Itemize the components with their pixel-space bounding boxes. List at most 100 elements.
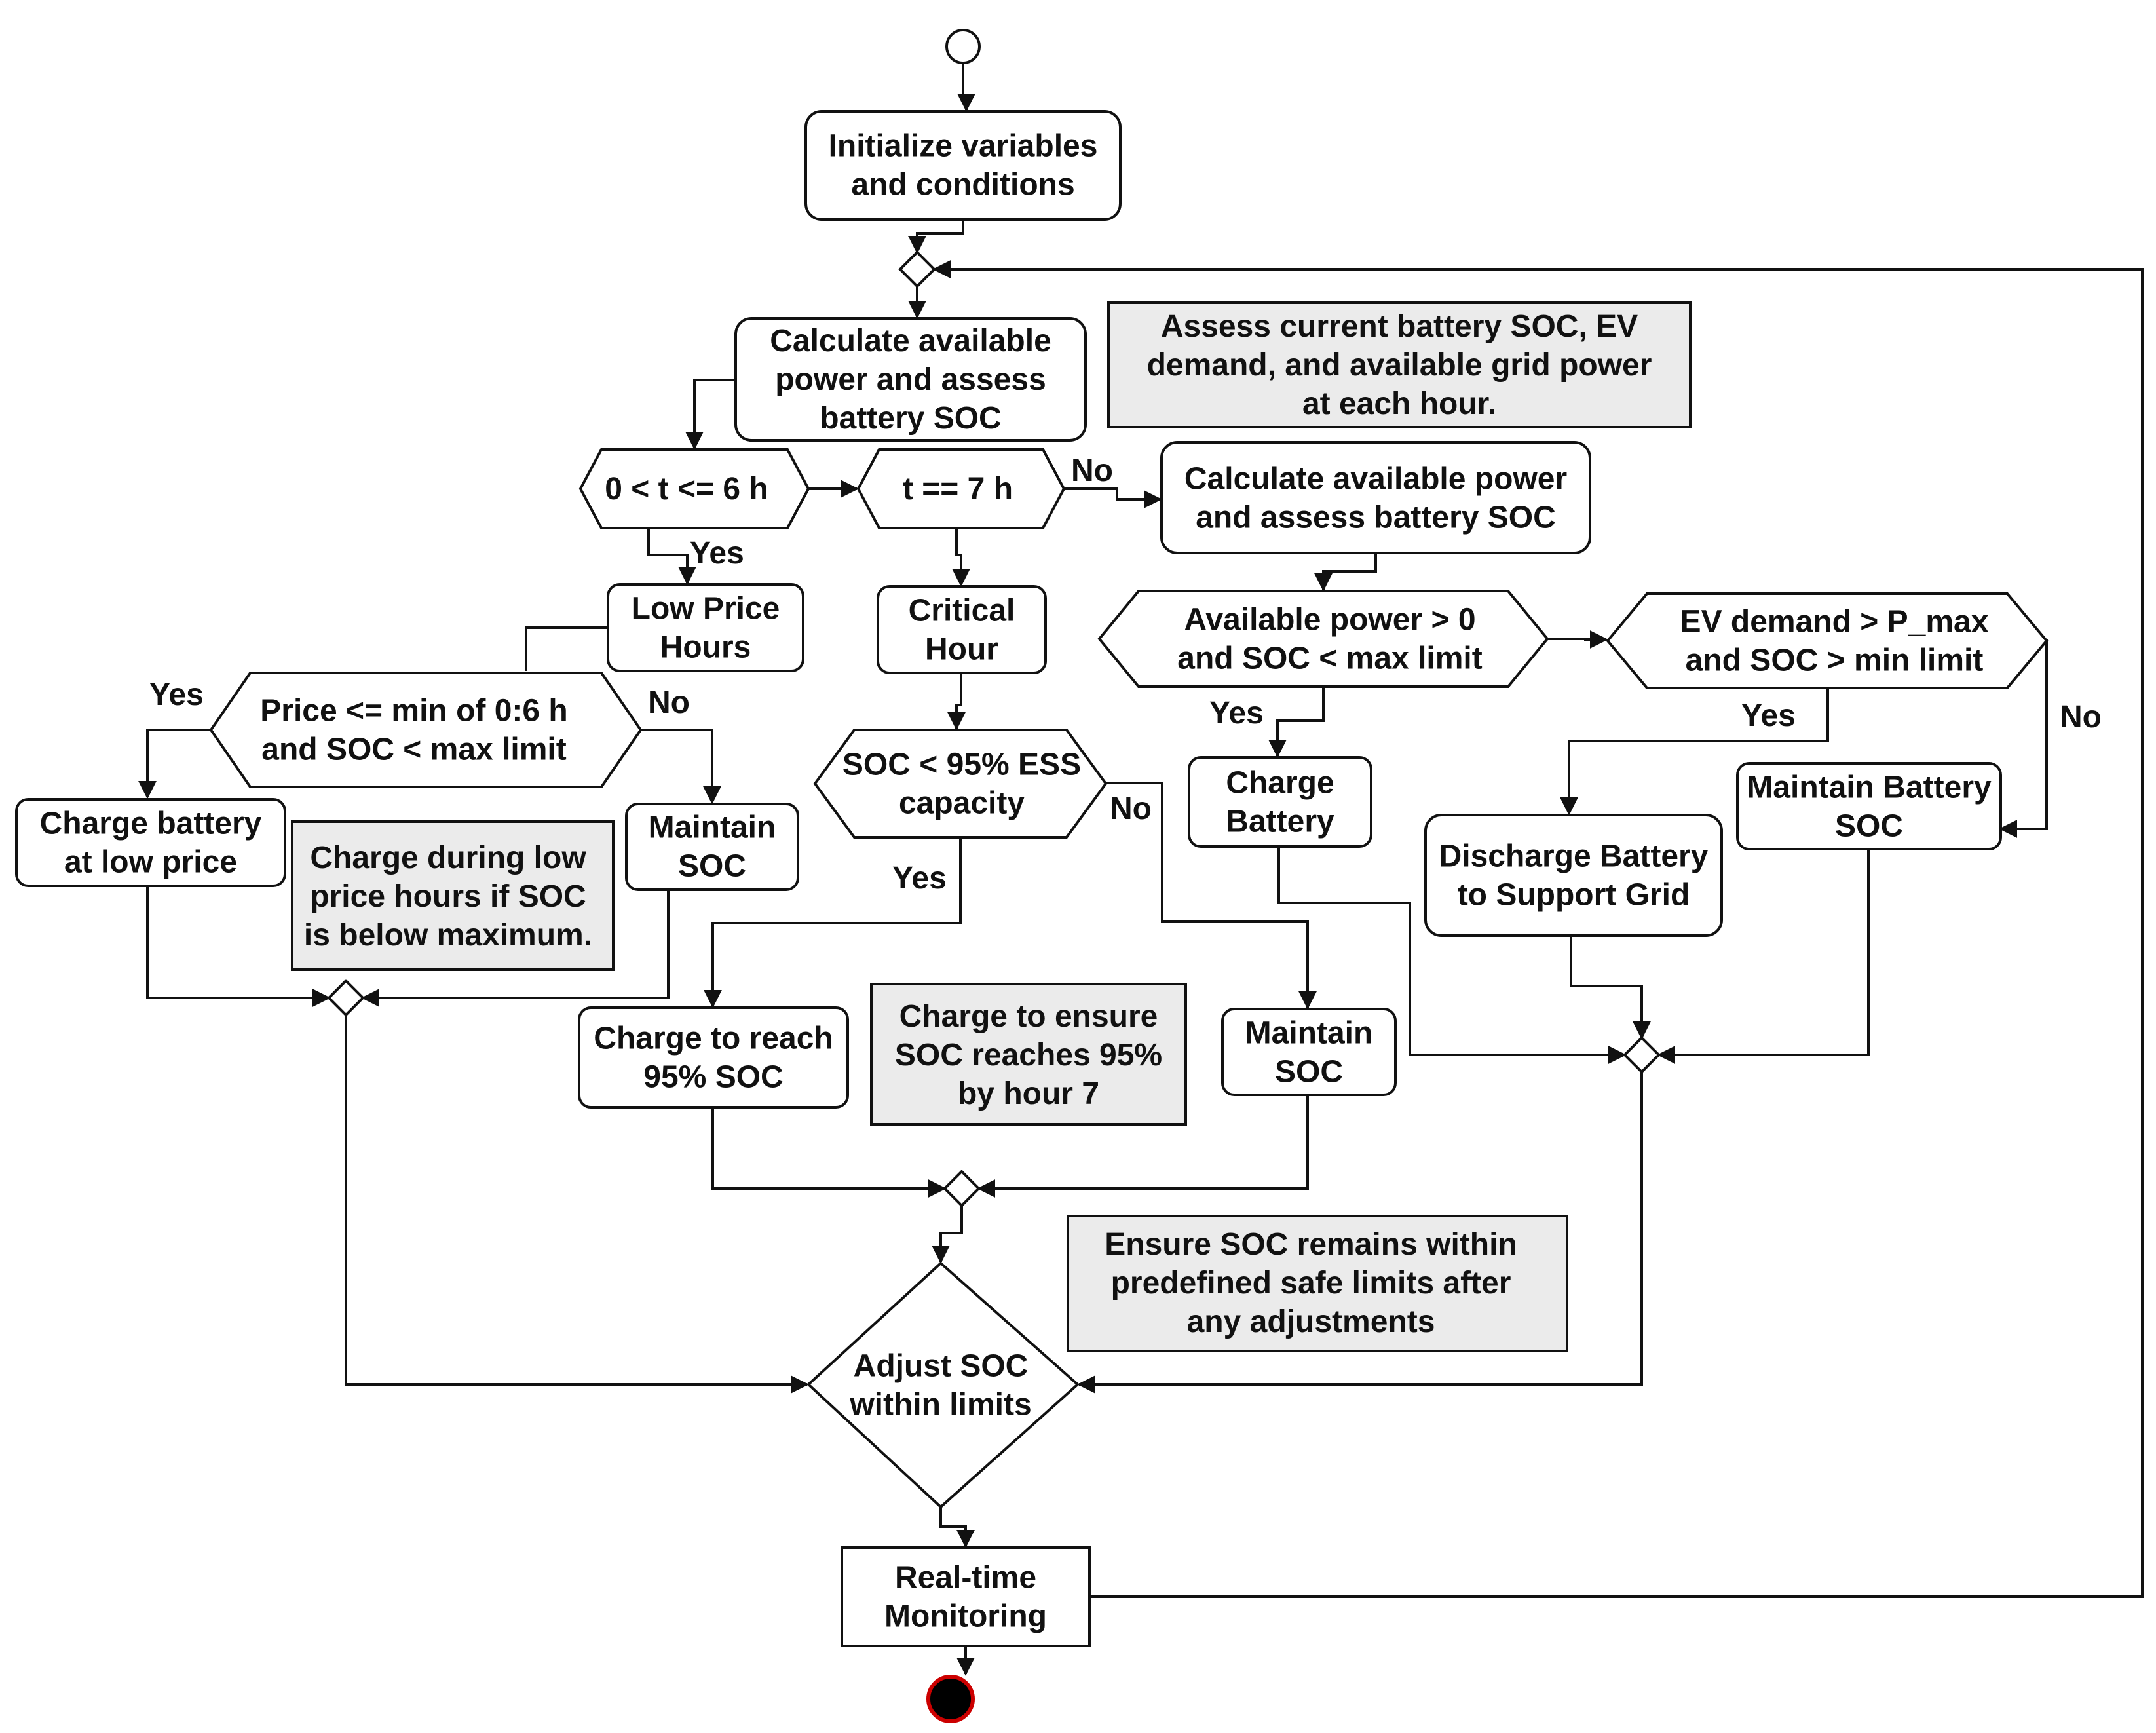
decision-ev-demand-text-line-1: EV demand > P_max bbox=[1680, 605, 1989, 639]
edge-start-to-init bbox=[957, 63, 975, 112]
note-low-price-text-line-2: price hours if SOC bbox=[310, 879, 586, 914]
node-maintain-soc-1-text-line-1: Maintain bbox=[649, 810, 776, 845]
edge-cond-t6-to-low-price bbox=[647, 529, 696, 585]
label-yes-t6: Yes bbox=[690, 536, 744, 571]
decision-soc-95-text: SOC < 95% ESS capacity bbox=[842, 748, 1081, 821]
node-charge-95-text-line-1: Charge to reach bbox=[594, 1021, 833, 1056]
decision-soc-95: SOC < 95% ESS capacity bbox=[813, 729, 1108, 839]
label-yes-available: Yes bbox=[1209, 696, 1264, 731]
node-discharge-battery-text-line-1: Discharge Battery bbox=[1439, 839, 1709, 874]
node-low-price-hours-text-line-2: Hours bbox=[660, 630, 751, 665]
merge-node-mid bbox=[943, 1170, 981, 1208]
node-calc-power-1-text-line-2: power and assess bbox=[775, 362, 1046, 397]
node-charge-battery-text-line-1: Charge bbox=[1226, 766, 1334, 801]
edge-charge-low-to-merge-left bbox=[146, 886, 331, 1007]
edge-charge-battery-to-merge-right bbox=[1277, 847, 1627, 1064]
node-charge-95-text-line-2: 95% SOC bbox=[643, 1060, 783, 1095]
edge-critical-to-cond-soc95 bbox=[947, 671, 966, 731]
node-initialize: Initialize variables and conditions bbox=[804, 110, 1122, 221]
merge-node-top bbox=[898, 250, 936, 288]
node-calc-power-1-text-line-3: battery SOC bbox=[820, 401, 1001, 436]
decision-soc-95-text-line-2: capacity bbox=[899, 786, 1025, 821]
node-charge-low-price-text-line-1: Charge battery bbox=[40, 807, 262, 841]
edge-cond-ev-yes bbox=[1560, 688, 1829, 816]
edge-cond-t7-to-calc2 bbox=[1064, 487, 1162, 508]
note-low-price-text-line-3: is below maximum. bbox=[304, 918, 592, 953]
node-critical-hour-text-line-1: Critical bbox=[909, 594, 1015, 628]
edge-cond-t7-to-critical bbox=[952, 529, 970, 587]
note-assess-text-line-2: demand, and available grid power bbox=[1147, 348, 1652, 383]
node-realtime-monitoring-text-line-1: Real-time bbox=[895, 1561, 1036, 1595]
note-charge-95-text-line-3: by hour 7 bbox=[958, 1076, 1099, 1111]
label-yes-price: Yes bbox=[149, 677, 204, 712]
label-yes-ev: Yes bbox=[1741, 698, 1796, 733]
node-critical-hour-text-line-2: Hour bbox=[925, 632, 998, 667]
decision-available-power-text-line-2: and SOC < max limit bbox=[1177, 641, 1482, 676]
edge-maintain1-to-merge-left bbox=[361, 890, 670, 1007]
edge-discharge-to-merge-right bbox=[1570, 936, 1651, 1040]
note-safe-limits-text-line-2: predefined safe limits after bbox=[1111, 1266, 1511, 1301]
label-no-price: No bbox=[648, 685, 690, 720]
decision-price-text: Price <= min of 0:6 h and SOC < max limit bbox=[260, 694, 568, 767]
node-low-price-hours-text-line-1: Low Price bbox=[632, 592, 780, 626]
decision-t-7-text: t == 7 h bbox=[903, 472, 1013, 506]
node-charge-95-text: Charge to reach 95% SOC bbox=[594, 1021, 833, 1095]
label-yes-soc95: Yes bbox=[892, 861, 947, 896]
node-maintain-soc-1-text-line-2: SOC bbox=[678, 849, 746, 884]
edge-cond-price-yes bbox=[138, 729, 211, 799]
note-assess-text-line-3: at each hour. bbox=[1302, 387, 1496, 421]
decision-ev-demand-text-line-2: and SOC > min limit bbox=[1686, 643, 1984, 678]
decision-available-power-text-line-1: Available power > 0 bbox=[1184, 603, 1475, 638]
decision-price-text-line-1: Price <= min of 0:6 h bbox=[260, 694, 568, 729]
node-initialize-text-line-2: and conditions bbox=[851, 168, 1074, 202]
edge-calc1-to-cond-t6 bbox=[685, 379, 736, 450]
decision-soc-95-text-line-1: SOC < 95% ESS bbox=[842, 748, 1081, 782]
node-maintain-soc-2-text-line-1: Maintain bbox=[1245, 1016, 1373, 1051]
edge-charge95-to-merge-mid bbox=[711, 1107, 947, 1198]
end-node bbox=[926, 1675, 975, 1723]
node-charge-95: Charge to reach 95% SOC bbox=[578, 1006, 849, 1109]
note-low-price-text: Charge during low price hours if SOC is be… bbox=[304, 841, 592, 953]
label-no-t7: No bbox=[1071, 453, 1113, 488]
node-calc-power-2-text-line-2: and assess battery SOC bbox=[1196, 501, 1556, 535]
node-initialize-text-line-1: Initialize variables bbox=[829, 129, 1098, 164]
edge-merge-right-to-adjust bbox=[1077, 1072, 1643, 1394]
decision-t-7: t == 7 h bbox=[856, 448, 1066, 529]
node-realtime-monitoring-text-line-2: Monitoring bbox=[884, 1599, 1047, 1634]
edge-calc2-to-cond-avail bbox=[1314, 553, 1377, 592]
decision-adjust-soc-text-line-2: within limits bbox=[849, 1388, 1031, 1422]
label-no-soc95: No bbox=[1110, 791, 1152, 826]
decision-t-7-text-line-1: t == 7 h bbox=[903, 472, 1013, 506]
node-maintain-battery-soc-text-line-2: SOC bbox=[1835, 809, 1903, 844]
note-charge-95-text-line-1: Charge to ensure bbox=[899, 999, 1158, 1034]
edge-maintain2-to-merge-mid bbox=[977, 1094, 1309, 1198]
node-maintain-battery-soc-text-line-1: Maintain Battery bbox=[1747, 771, 1992, 805]
edges bbox=[138, 63, 2144, 1676]
note-low-price: Charge during low price hours if SOC is be… bbox=[291, 820, 615, 971]
decision-price-text-line-2: and SOC < max limit bbox=[261, 733, 566, 767]
note-low-price-text-line-1: Charge during low bbox=[310, 841, 586, 875]
edge-merge-left-to-adjust bbox=[345, 1015, 809, 1394]
merge-node-left bbox=[327, 979, 365, 1017]
edge-adjust-to-monitor bbox=[939, 1508, 975, 1548]
